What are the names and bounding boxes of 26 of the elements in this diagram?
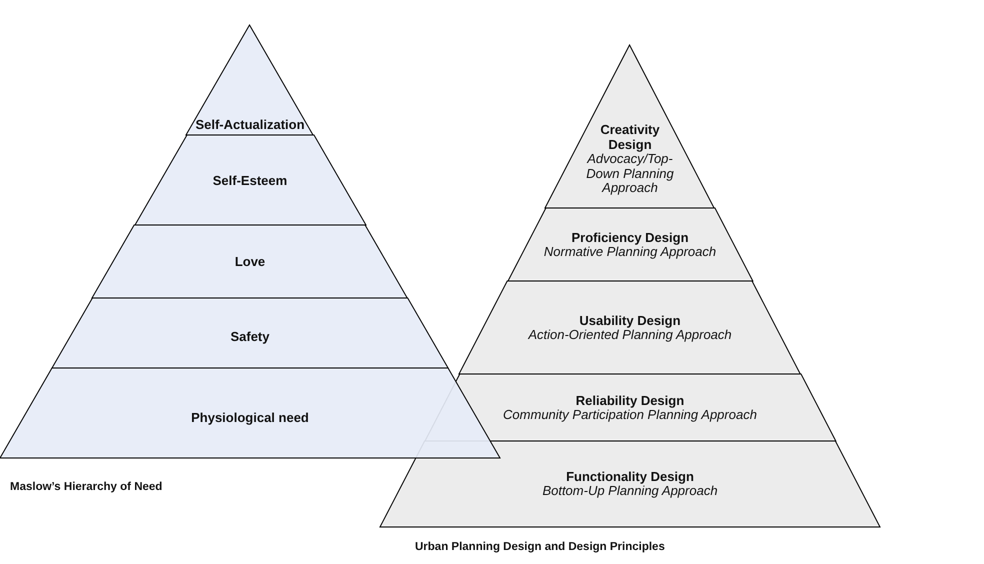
layer-title: Safety bbox=[229, 329, 270, 344]
layer-subtitle: Normative Planning Approach bbox=[542, 244, 718, 260]
pyramid-caption: Maslow’s Hierarchy of Need bbox=[10, 481, 162, 493]
pyramid-layer bbox=[134, 135, 366, 225]
layer-title: Creativity Design bbox=[599, 122, 661, 152]
pyramid-layer bbox=[92, 225, 408, 298]
pyramid-layer bbox=[380, 441, 880, 527]
layer-title: Reliability Design bbox=[574, 392, 686, 408]
layer-subtitle: Bottom-Up Planning Approach bbox=[541, 484, 719, 499]
pyramid-layer bbox=[459, 281, 801, 374]
layer-title: Physiological need bbox=[190, 410, 310, 425]
pyramid-layer bbox=[186, 25, 314, 135]
layer-title: Self-Actualization bbox=[194, 117, 306, 132]
layer-title: Love bbox=[234, 254, 266, 269]
layer-subtitle: Action-Oriented Planning Approach bbox=[526, 328, 733, 342]
pyramid-layer bbox=[52, 298, 448, 368]
pyramid-layer bbox=[508, 208, 752, 281]
layer-subtitle: Community Participation Planning Approach bbox=[502, 408, 758, 422]
layer-title: Usability Design bbox=[578, 312, 682, 328]
pyramid-caption: Urban Planning Design and Design Principles bbox=[415, 541, 665, 553]
layer-title: Proficiency Design bbox=[570, 230, 690, 244]
pyramid-layer bbox=[545, 45, 715, 208]
layer-title: Functionality Design bbox=[565, 469, 695, 484]
layer-title: Self-Esteem bbox=[212, 172, 288, 188]
pyramid-layer bbox=[0, 368, 500, 458]
layer-subtitle: Advocacy/Top-Down Planning Approach bbox=[585, 152, 675, 196]
